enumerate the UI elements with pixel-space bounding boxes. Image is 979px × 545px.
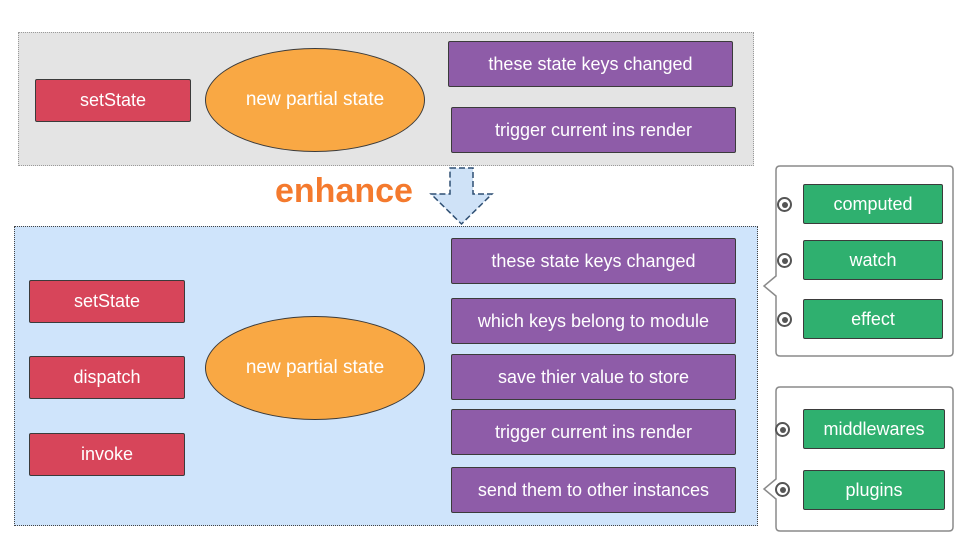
extension-middlewares: middlewares bbox=[803, 409, 945, 449]
bottom-trigger-dispatch: dispatch bbox=[29, 356, 185, 399]
radio-middlewares-icon bbox=[775, 422, 790, 437]
bottom-step-module-keys: which keys belong to module bbox=[451, 298, 736, 344]
top-new-partial-state: new partial state bbox=[205, 48, 425, 152]
radio-computed-icon bbox=[777, 197, 792, 212]
hook-computed: computed bbox=[803, 184, 943, 224]
radio-plugins-icon bbox=[775, 482, 790, 497]
bottom-step-notify-instances: send them to other instances bbox=[451, 467, 736, 513]
down-arrow-icon bbox=[429, 167, 494, 226]
extension-plugins: plugins bbox=[803, 470, 945, 510]
top-step-trigger-render: trigger current ins render bbox=[451, 107, 736, 153]
bottom-step-keys-changed: these state keys changed bbox=[451, 238, 736, 284]
hook-watch: watch bbox=[803, 240, 943, 280]
bottom-trigger-invoke: invoke bbox=[29, 433, 185, 476]
top-step-keys-changed: these state keys changed bbox=[448, 41, 733, 87]
bottom-trigger-setstate: setState bbox=[29, 280, 185, 323]
top-trigger-setstate: setState bbox=[35, 79, 191, 122]
bottom-step-trigger-render: trigger current ins render bbox=[451, 409, 736, 455]
bottom-new-partial-state: new partial state bbox=[205, 316, 425, 420]
extensions-callout bbox=[762, 386, 954, 532]
radio-watch-icon bbox=[777, 253, 792, 268]
bottom-step-save-store: save thier value to store bbox=[451, 354, 736, 400]
hook-effect: effect bbox=[803, 299, 943, 339]
enhance-label: enhance bbox=[275, 172, 413, 210]
radio-effect-icon bbox=[777, 312, 792, 327]
